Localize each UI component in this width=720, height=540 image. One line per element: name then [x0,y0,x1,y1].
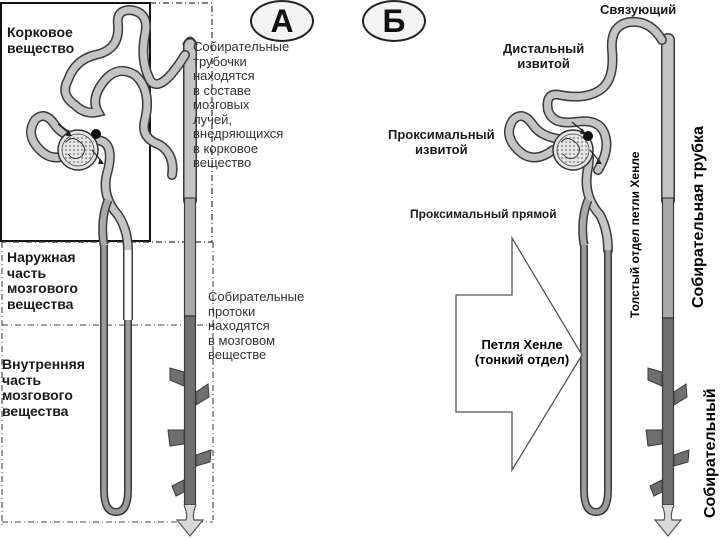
label-proximal-convoluted: Проксимальный извитой [388,127,495,157]
thin-loop-block-arrow [455,235,583,473]
panel-b-letter: Б [362,0,426,42]
note-collecting-ducts: Собирательные протоки находятся в мозгов… [208,289,305,363]
note-collecting-tubules: Собирательные трубочки находятся в соста… [193,39,290,171]
zone-label-inner-medulla: Внутренняя часть мозгового вещества [2,356,85,420]
label-collecting-tubule: Собирательная трубка [690,126,707,308]
nephron-b [504,16,690,537]
label-thin-loop-of-henle: Петля Хенле (тонкий отдел) [474,337,570,367]
label-thick-loop-of-henle: Толстый отдел петли Хенле [628,151,642,318]
cortex-frame [0,2,151,242]
label-proximal-straight: Проксимальный прямой [410,207,557,221]
nephron-a [26,4,212,537]
label-connecting: Связующий [600,2,677,17]
label-distal-convoluted: Дистальный извитой [503,41,585,71]
zone-label-cortex: Корковое вещество [7,24,75,56]
label-collecting-duct: Собирательный [702,388,719,518]
zone-label-outer-medulla: Наружная часть мозгового вещества [7,249,78,313]
panel-a-letter: А [250,0,314,42]
